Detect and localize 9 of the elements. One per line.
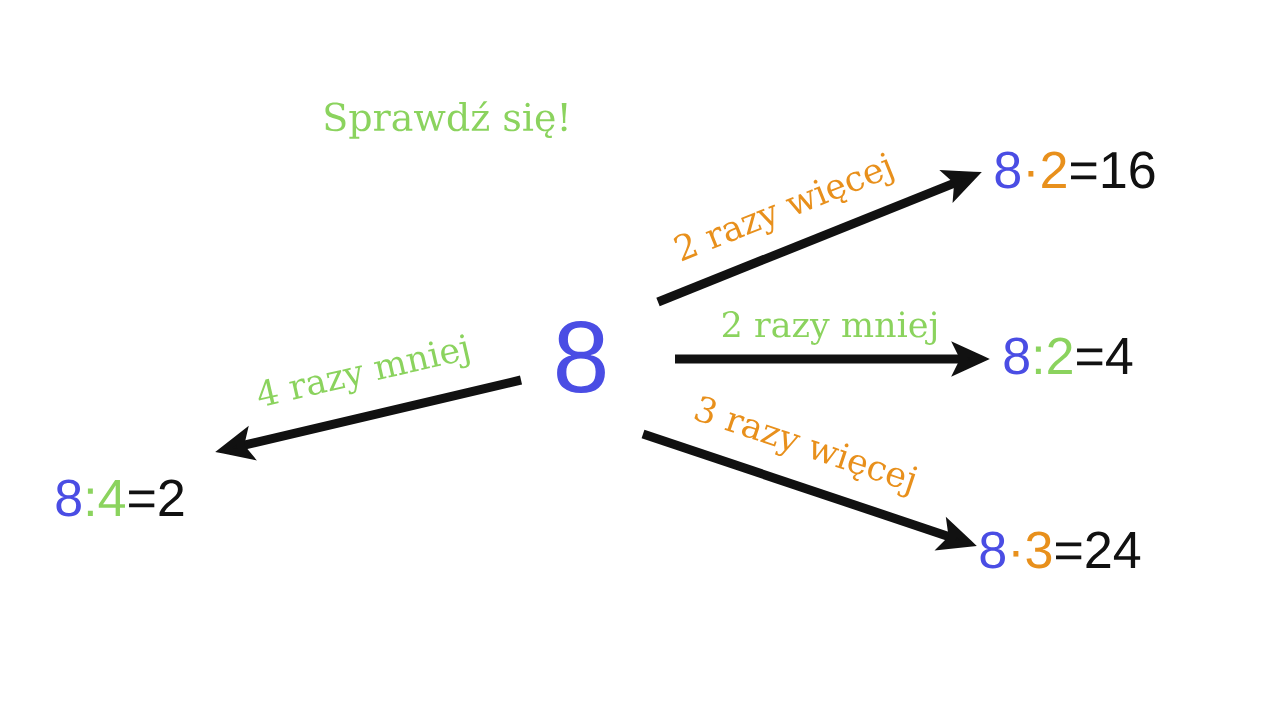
title: Sprawdź się!: [325, 101, 567, 139]
equation: 8:2=4: [1004, 337, 1133, 375]
equation: 8 ·3=24: [980, 531, 1141, 569]
edge-label: 4 razy mniej: [252, 331, 476, 417]
edge-label: 2 razy mniej: [719, 310, 941, 346]
number: 8: [557, 320, 605, 394]
edge-label: 3 razy więcej: [687, 392, 923, 502]
equation: 8 ·2=16: [995, 151, 1155, 189]
equation: 8:4=2: [56, 479, 184, 517]
